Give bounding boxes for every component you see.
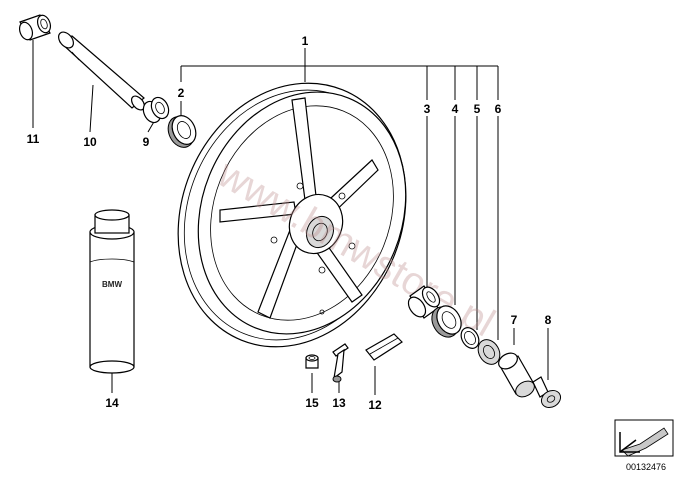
part-5-circlip xyxy=(460,327,480,349)
part-12-balance-weight xyxy=(365,333,403,361)
callout-13: 13 xyxy=(332,396,346,410)
part-4-bearing xyxy=(431,305,462,338)
callout-14: 14 xyxy=(105,396,119,410)
callout-11: 11 xyxy=(27,132,40,146)
part-1-wheel xyxy=(177,82,407,348)
part-number: 00132476 xyxy=(626,462,666,472)
spray-can-label: BMW xyxy=(102,280,122,289)
callout-10: 10 xyxy=(83,135,97,149)
callout-12: 12 xyxy=(368,398,382,412)
part-6-seal xyxy=(477,339,501,365)
callout-1: 1 xyxy=(302,34,309,48)
part-14-spray-can: BMW xyxy=(89,209,135,374)
part-7-spacer xyxy=(498,352,535,398)
part-10-axle xyxy=(58,31,146,111)
callout-8: 8 xyxy=(545,313,552,327)
callout-2: 2 xyxy=(178,86,185,100)
arrow-icon[interactable] xyxy=(614,419,674,457)
callout-3: 3 xyxy=(424,102,431,116)
part-9-spacer xyxy=(142,96,170,124)
leader-lines xyxy=(32,40,549,395)
part-8-bolt xyxy=(532,376,562,409)
part-2-bearing xyxy=(167,115,197,148)
part-3-sleeve xyxy=(407,285,441,319)
callout-6: 6 xyxy=(495,102,502,116)
callout-9: 9 xyxy=(143,135,150,149)
part-11-cap xyxy=(18,14,52,41)
callout-4: 4 xyxy=(452,102,459,116)
callouts: 1 2 3 4 5 6 7 8 9 10 11 12 13 14 15 xyxy=(27,34,552,412)
part-15-valve-cap xyxy=(305,354,319,369)
part-13-valve xyxy=(332,343,349,383)
callout-5: 5 xyxy=(474,102,481,116)
callout-15: 15 xyxy=(305,396,319,410)
callout-7: 7 xyxy=(511,313,518,327)
